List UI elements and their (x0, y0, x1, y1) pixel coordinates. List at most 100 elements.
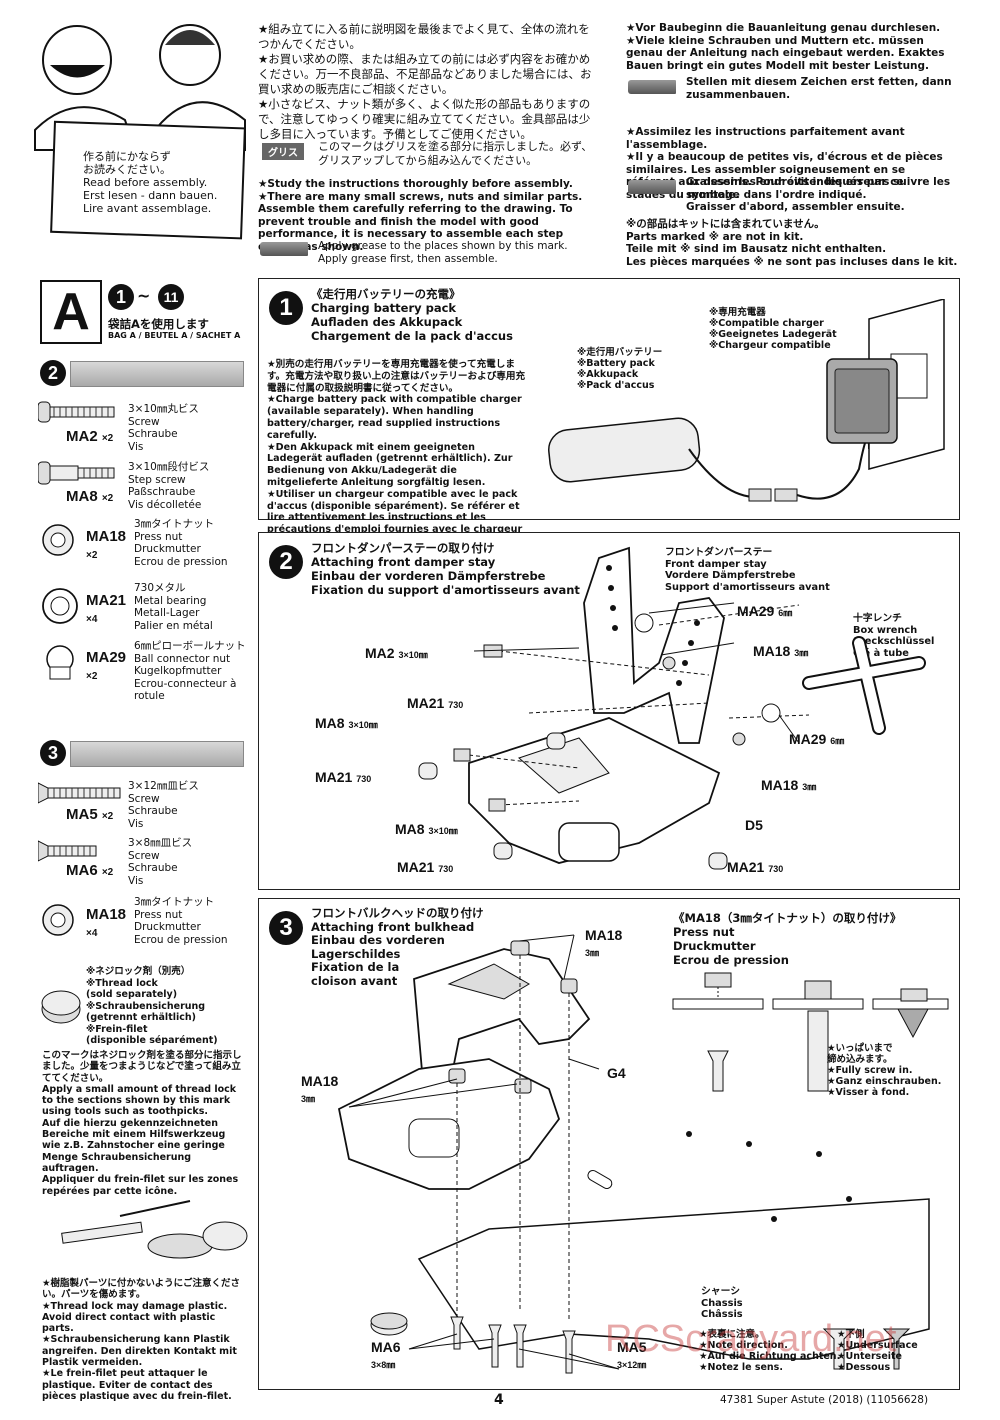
step2-number: 2 (269, 545, 303, 579)
ball-nut-ma29-icon (46, 645, 74, 680)
step1-title: 《走行用バッテリーの充電》 Charging battery pack Aufl… (311, 287, 513, 343)
de-caution: ★Vor Baubeginn die Bauanleitung genau du… (626, 22, 945, 72)
parts-step2-bar (70, 361, 244, 387)
callout-size: 3㎜ (802, 782, 817, 792)
grease-tube-icon (260, 242, 308, 256)
press-nut-detail-drawing (672, 972, 949, 1092)
part-code-text: MA29 (86, 649, 127, 666)
callout-ma21-mid: MA21 730 (407, 695, 463, 711)
part-qty: ×2 (86, 671, 98, 682)
callout-ma6: MA6 3×8㎜ (371, 1339, 401, 1371)
not-included-note: ※の部品はキットには含まれていません。 Parts marked ※ are n… (626, 218, 958, 268)
bag-sub: BAG A / BEUTEL A / SACHET A (108, 331, 241, 340)
callout-text: MA2 (365, 645, 395, 661)
callout-text: MA29 (789, 731, 827, 747)
page-number: 4 (494, 1392, 504, 1408)
step-screw-ma8-icon (38, 461, 115, 485)
part-code: MA21 ×4 (86, 592, 126, 626)
damper-stay-label: フロントダンパーステー Front damper stay Vordere Dä… (665, 547, 830, 593)
part-code: MA2 ×2 (66, 428, 113, 445)
callout-ma18-top: MA18 3㎜ (753, 643, 808, 659)
flat-screw-ma5-icon (38, 782, 121, 804)
part-desc: 3㎜タイトナット Press nut Druckmutter Ecrou de … (134, 896, 228, 946)
bag-jp: 袋詰Aを使用します (108, 317, 209, 331)
callout-size: 730 (356, 774, 372, 784)
grease-tube-icon (628, 80, 676, 94)
callout-text: MA29 (737, 603, 775, 619)
fully-screw-note: ★いっぱいまで 締め込みます。 ★Fully screw in. ★Ganz e… (827, 1043, 942, 1098)
flat-screw-ma6-icon (38, 840, 97, 862)
step3-title: フロントバルクヘッドの取り付け Attaching front bulkhead… (311, 906, 484, 988)
callout-size: 3×10㎜ (428, 826, 458, 836)
callout-text: MA18 (753, 643, 791, 659)
callout-size: 730 (448, 700, 464, 710)
callout-text: MA18 (761, 777, 799, 793)
part-qty: ×2 (101, 867, 114, 878)
part-code-text: MA2 (66, 428, 98, 445)
thread-lock-application-illustration (61, 1200, 248, 1259)
thread-lock-warning: ★樹脂製パーツに付かないようにご注意ください。パーツを傷めます。 ★Thread… (42, 1278, 240, 1402)
bag-range-start: 1 (108, 284, 134, 310)
part-code: MA18×4 (86, 906, 126, 940)
callout-size: 3×8㎜ (371, 1360, 396, 1370)
jp-caution: ★組み立てに入る前に説明図を最後までよく見て、全体の流れをつかんでください。 ★… (258, 22, 592, 141)
bearing-ma21-icon (42, 588, 78, 624)
part-desc: 3×10㎜段付ビス Step screw Paßschraube Vis déc… (128, 461, 210, 511)
part-qty: ×2 (86, 550, 98, 561)
part-desc: 3×10㎜丸ビス Screw Schraube Vis (128, 403, 199, 453)
grease-tube-icon (628, 180, 676, 194)
mechanics-cartoon (34, 24, 246, 240)
part-code-text: MA21 (86, 592, 127, 609)
callout-size: 6㎜ (778, 608, 793, 618)
fr-grease: Graisser les endroits indiqués par ce sy… (686, 176, 905, 213)
callout-size: 730 (438, 864, 454, 874)
step3-assembly-drawing (337, 934, 930, 1374)
thread-lock-label: ※ネジロック剤（別売） ※Thread lock (sold separatel… (86, 966, 218, 1046)
callout-size: 3×10㎜ (348, 720, 378, 730)
intro-illustration: 作る前にかならず お読みください。 Read before assembly. … (15, 10, 255, 240)
part-qty: ×2 (101, 811, 114, 822)
ma6-nut-icon (370, 1312, 408, 1336)
part-desc: 3×12㎜皿ビス Screw Schraube Vis (128, 780, 199, 830)
part-code: MA6 ×2 (66, 862, 113, 879)
callout-text: MA21 (727, 859, 765, 875)
parts-step3-bar (70, 741, 244, 767)
watermark: RCScrapyard.net (605, 1318, 897, 1360)
part-desc: 730メタル Metal bearing Metall-Lager Palier… (134, 582, 213, 632)
screw-ma2-icon (38, 401, 115, 423)
part-code-text: MA5 (66, 806, 98, 823)
jp-grease: このマークはグリスを塗る部分に指示しました。必ず、グリスアップしてから組み込んで… (318, 140, 593, 167)
callout-text: MA18 (301, 1073, 339, 1089)
bag-range-sep: ~ (137, 286, 151, 305)
callout-ma21-left: MA21 730 (315, 769, 371, 785)
note-direction: ★表裏に注意。 ★Note direction. ★Auf die Richtu… (699, 1329, 841, 1373)
callout-text: MA6 (371, 1339, 401, 1355)
en-grease: Apply grease to the places shown by this… (318, 240, 568, 265)
callout-ma29-bottom: MA29 6㎜ (789, 731, 844, 747)
callout-size: 3㎜ (585, 948, 600, 958)
step2-assembly-drawing (418, 546, 926, 870)
callout-size: 3㎜ (794, 648, 809, 658)
callout-text: MA18 (585, 927, 623, 943)
part-qty: ×4 (86, 614, 98, 625)
callout-ma18-top: MA18 3㎜ (585, 927, 622, 959)
fr-caution: ★Assimilez les instructions parfaitement… (626, 126, 951, 201)
part-code: MA5 ×2 (66, 806, 113, 823)
battery-charger-illustration (548, 299, 945, 502)
step3-number: 3 (269, 911, 303, 945)
part-code-text: MA18 (86, 906, 127, 923)
callout-size: 6㎜ (830, 736, 845, 746)
press-nut-title: 《MA18（3㎜タイトナット）の取り付け》 Press nut Druckmut… (673, 911, 902, 967)
part-code: MA29 ×2 (86, 649, 126, 683)
part-desc: 3×8㎜皿ビス Screw Schraube Vis (128, 837, 193, 887)
callout-ma21-bottom-right: MA21 730 (727, 859, 783, 875)
callout-ma8-bottom: MA8 3×10㎜ (395, 821, 458, 837)
bag-range-end: 11 (158, 284, 184, 310)
parts-step2-number: 2 (40, 360, 66, 386)
callout-text: MA21 (397, 859, 435, 875)
en-caution: ★Study the instructions thoroughly befor… (258, 178, 583, 253)
part-desc: 6㎜ピローボールナット Ball connector nut Kugelkopf… (134, 640, 246, 702)
part-qty: ×2 (101, 433, 114, 444)
